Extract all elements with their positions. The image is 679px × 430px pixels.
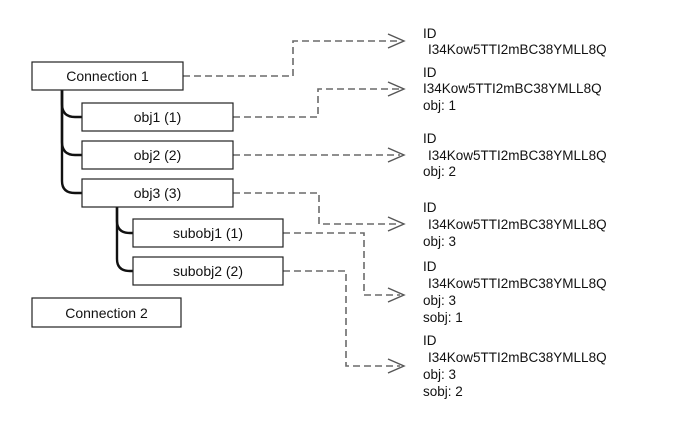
tree-connector-obj3	[60, 90, 82, 195]
id-label: ID	[423, 131, 437, 146]
id-block-4: ID I34Kow5TTI2mBC38YMLL8Q obj: 3	[423, 200, 607, 249]
link-connection1	[183, 40, 400, 77]
id-detail: sobj: 1	[423, 310, 463, 325]
node-label: Connection 2	[65, 305, 148, 321]
arrowhead	[387, 33, 406, 49]
node-obj2[interactable]: obj2 (2)	[81, 140, 234, 170]
id-detail: obj: 1	[423, 98, 456, 113]
id-block-1: ID I34Kow5TTI2mBC38YMLL8Q	[423, 26, 607, 57]
id-label: ID	[423, 65, 437, 80]
arrowhead	[387, 358, 406, 374]
id-block-2: ID I34Kow5TTI2mBC38YMLL8Q obj: 1	[423, 65, 602, 113]
node-obj3[interactable]: obj3 (3)	[81, 178, 234, 208]
arrowheads	[387, 33, 406, 374]
tree-connector-obj1	[60, 90, 82, 119]
node-label: obj3 (3)	[134, 185, 181, 201]
id-value: I34Kow5TTI2mBC38YMLL8Q	[428, 148, 607, 163]
link-subobj2	[283, 270, 400, 367]
id-value: I34Kow5TTI2mBC38YMLL8Q	[428, 276, 607, 291]
id-value: I34Kow5TTI2mBC38YMLL8Q	[428, 350, 607, 365]
node-label: obj1 (1)	[134, 109, 181, 125]
id-block-3: ID I34Kow5TTI2mBC38YMLL8Q obj: 2	[423, 131, 607, 179]
arrowhead	[387, 147, 406, 163]
node-label: Connection 1	[66, 68, 149, 84]
link-subobj1	[283, 232, 400, 296]
id-value: I34Kow5TTI2mBC38YMLL8Q	[428, 217, 607, 232]
tree-connectors	[60, 90, 133, 273]
tree-connector-obj2	[60, 90, 82, 157]
id-detail: obj: 3	[423, 293, 456, 308]
id-label: ID	[423, 333, 437, 348]
node-label: obj2 (2)	[134, 147, 181, 163]
node-subobj2[interactable]: subobj2 (2)	[132, 256, 284, 286]
arrowhead	[387, 81, 406, 97]
node-connection1[interactable]: Connection 1	[31, 61, 184, 91]
id-detail: obj: 3	[423, 234, 456, 249]
id-block-5: ID I34Kow5TTI2mBC38YMLL8Q obj: 3 sobj: 1	[423, 259, 607, 325]
tree-connector-subobj2	[115, 207, 133, 273]
link-obj3	[233, 192, 400, 225]
id-value: I34Kow5TTI2mBC38YMLL8Q	[428, 42, 607, 57]
arrowhead	[387, 287, 406, 303]
link-obj1	[233, 88, 400, 118]
node-label: subobj2 (2)	[173, 263, 243, 279]
id-detail: sobj: 2	[423, 384, 463, 399]
id-value: I34Kow5TTI2mBC38YMLL8Q	[423, 81, 602, 96]
node-obj1[interactable]: obj1 (1)	[81, 102, 234, 132]
id-label: ID	[423, 259, 437, 274]
id-label: ID	[423, 200, 437, 215]
id-detail: obj: 3	[423, 367, 456, 382]
tree-connector-subobj1	[115, 207, 133, 235]
id-label: ID	[423, 26, 437, 41]
id-detail: obj: 2	[423, 164, 456, 179]
dashed-links	[183, 40, 400, 367]
node-connection2[interactable]: Connection 2	[31, 297, 182, 328]
id-block-6: ID I34Kow5TTI2mBC38YMLL8Q obj: 3 sobj: 2	[423, 333, 607, 399]
arrowhead	[387, 216, 406, 232]
node-subobj1[interactable]: subobj1 (1)	[132, 218, 284, 248]
node-label: subobj1 (1)	[173, 225, 243, 241]
